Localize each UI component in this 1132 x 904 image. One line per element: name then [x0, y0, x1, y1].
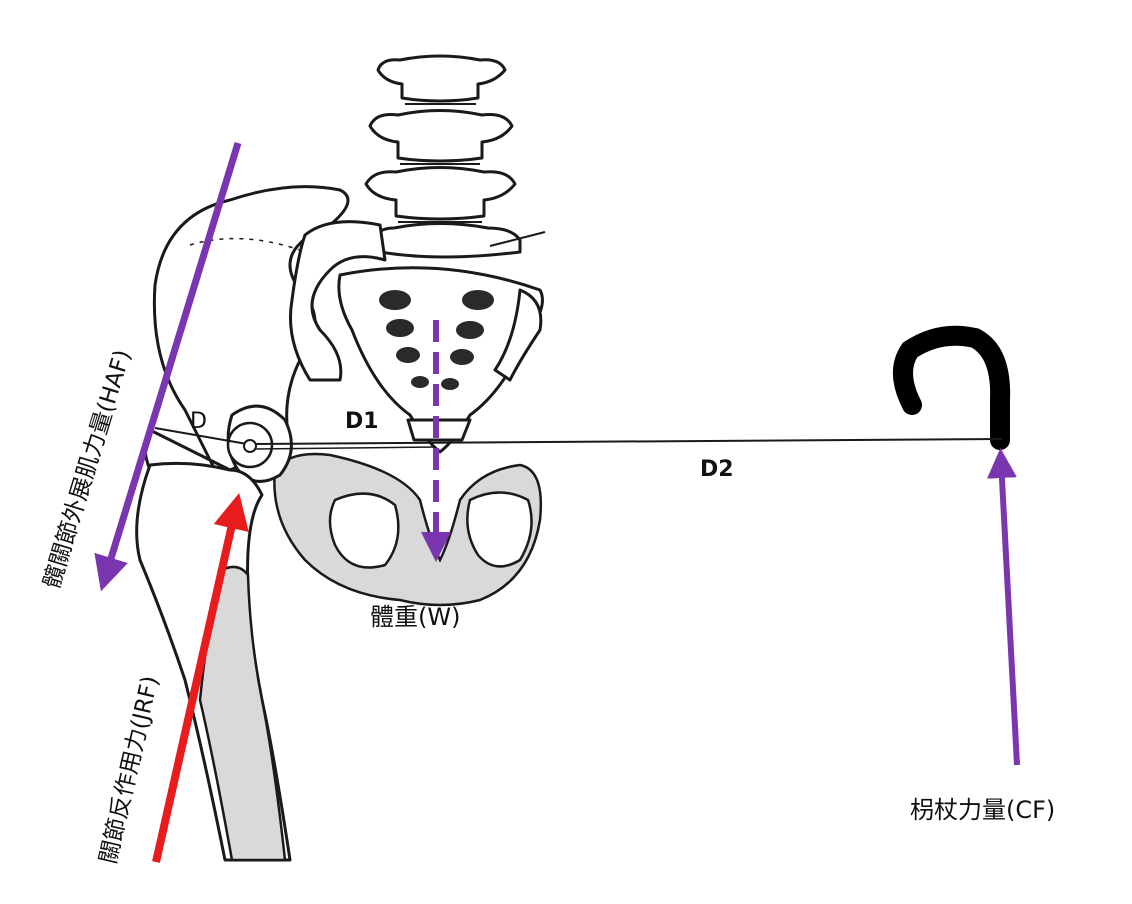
cane-force-arrow: [986, 448, 1020, 766]
hip-abductor-force-label: 髖關節外展肌力量(HAF): [39, 347, 136, 592]
hip-abductor-force-arrow: [94, 141, 242, 592]
femur-illustration: [135, 421, 292, 862]
d2-lever-line: [249, 438, 1003, 445]
pelvis-illustration: [143, 185, 544, 607]
d1-label: D1: [345, 409, 379, 434]
d-label: D: [190, 409, 207, 434]
lumbar-spine-illustration: [364, 54, 546, 259]
d1-lever-line: [249, 446, 437, 450]
joint-reaction-force-arrow: [152, 492, 249, 863]
cane-handle-icon: [893, 325, 1011, 450]
joint-reaction-force-label: 關節反作用力(JRF): [96, 673, 165, 866]
d2-label: D2: [700, 457, 734, 482]
hip-joint-center: [243, 439, 257, 453]
d-lever-line: [154, 427, 248, 445]
cane-force-label: 枴杖力量(CF): [910, 796, 1055, 824]
lever-arms: [154, 427, 1003, 453]
body-weight-label: 體重(W): [370, 603, 460, 631]
